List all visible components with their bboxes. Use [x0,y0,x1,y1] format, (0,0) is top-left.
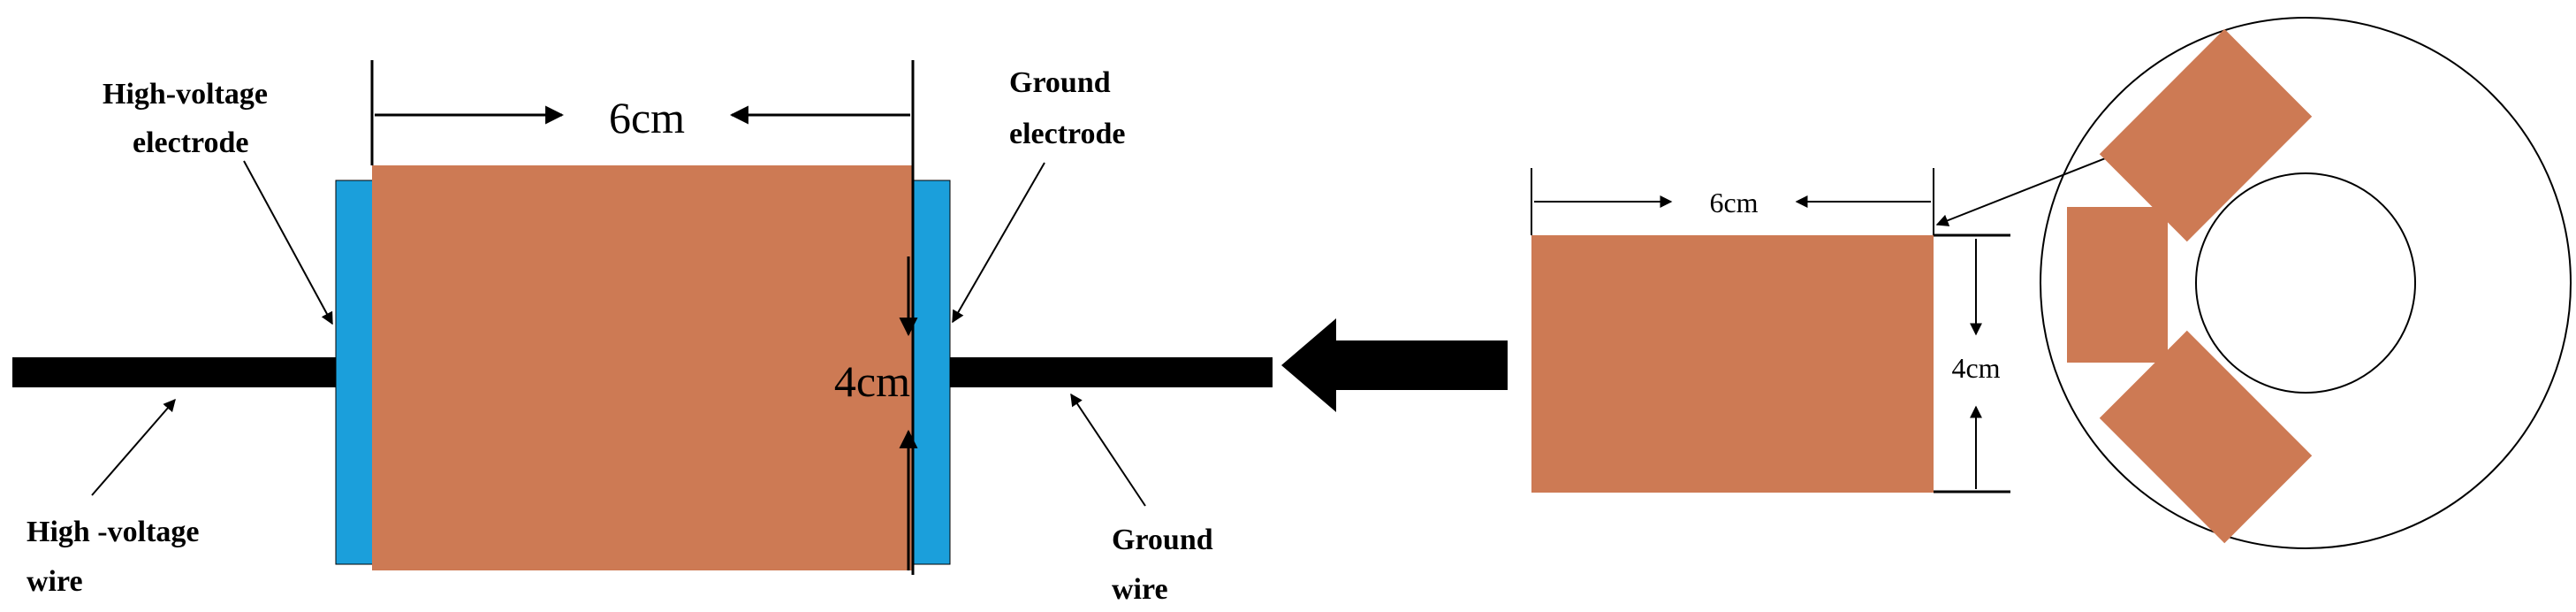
ground-wire [944,357,1273,387]
disk-sample-left [2067,207,2168,363]
ground-electrode [912,180,951,565]
ground-wire-leader [1070,393,1146,507]
hv-electrode-label: High-voltage electrode [103,78,275,159]
height-dim-label: 4cm [834,356,910,406]
hv-wire-label: High -voltage wire [27,516,207,598]
hv-wire-leader [91,398,176,496]
width-dim-label: 6cm [609,93,685,142]
right-height-label: 4cm [1951,352,2000,384]
disk-sample-bottom [2099,330,2313,544]
disk-inner-circle [2195,172,2416,394]
disk-outer-circle [2040,17,2572,549]
disk-sample-top [2099,28,2313,242]
sample-block [372,165,913,570]
ground-wire-label: Ground wire [1112,524,1220,606]
right-sample-block [1531,235,1934,493]
high-voltage-wire [12,357,339,387]
high-voltage-electrode [335,180,377,565]
hv-electrode-leader [243,160,333,325]
ground-electrode-label: Ground electrode [1009,66,1126,150]
transfer-arrow [1281,318,1508,412]
right-width-label: 6cm [1709,187,1758,218]
ground-electrode-leader [952,162,1045,324]
